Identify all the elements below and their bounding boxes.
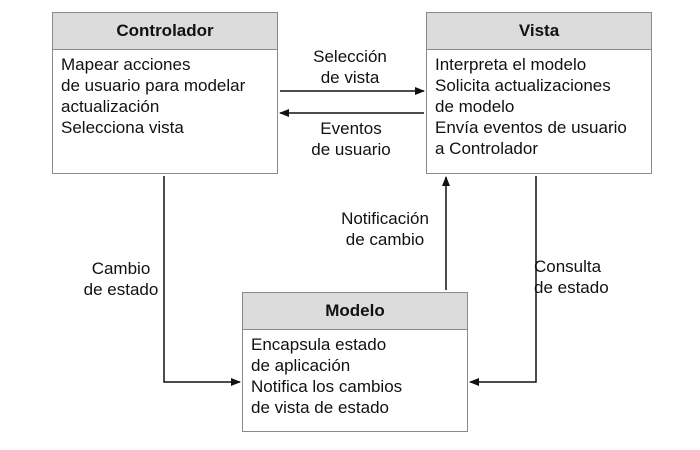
controlador-line: actualización bbox=[61, 97, 160, 116]
label-line: Eventos bbox=[320, 119, 382, 138]
label-consulta-de-estado: Consulta de estado bbox=[534, 256, 644, 298]
controlador-description: Mapear acciones de usuario para modelar … bbox=[53, 50, 277, 138]
label-notificacion-de-cambio: Notificación de cambio bbox=[330, 208, 440, 250]
label-line: de vista bbox=[320, 68, 380, 87]
label-line: Cambio bbox=[91, 259, 151, 278]
vista-line: Interpreta el modelo bbox=[435, 55, 587, 74]
label-cambio-de-estado: Cambio de estado bbox=[66, 258, 176, 300]
vista-line: Envía eventos de usuario bbox=[435, 118, 627, 137]
label-line: de estado bbox=[83, 280, 159, 299]
vista-description: Interpreta el modelo Solicita actualizac… bbox=[427, 50, 651, 159]
controlador-line: Selecciona vista bbox=[61, 118, 184, 137]
label-line: de usuario bbox=[311, 140, 391, 159]
label-line: Selección bbox=[313, 47, 387, 66]
label-line: de estado bbox=[534, 278, 609, 297]
arrow-cambio-de-estado bbox=[163, 176, 241, 386]
arrow-consulta-de-estado bbox=[469, 176, 537, 386]
modelo-description: Encapsula estado de aplicación Notifica … bbox=[243, 330, 467, 418]
label-eventos-de-usuario: Eventos de usuario bbox=[296, 118, 406, 160]
label-line: Consulta bbox=[534, 257, 602, 276]
controlador-line: Mapear acciones bbox=[61, 55, 191, 74]
vista-box: Vista Interpreta el modelo Solicita actu… bbox=[426, 12, 652, 174]
vista-title: Vista bbox=[427, 13, 651, 50]
modelo-title: Modelo bbox=[243, 293, 467, 330]
controlador-title: Controlador bbox=[53, 13, 277, 50]
controlador-line: de usuario para modelar bbox=[61, 76, 246, 95]
vista-line: Solicita actualizaciones bbox=[435, 76, 611, 95]
label-line: Notificación bbox=[341, 209, 429, 228]
modelo-line: Encapsula estado bbox=[251, 335, 387, 354]
vista-line: de modelo bbox=[435, 97, 515, 116]
label-line: de cambio bbox=[345, 230, 425, 249]
modelo-line: Notifica los cambios bbox=[251, 377, 403, 396]
modelo-line: de aplicación bbox=[251, 356, 351, 375]
vista-line: a Controlador bbox=[435, 139, 539, 158]
controlador-box: Controlador Mapear acciones de usuario p… bbox=[52, 12, 278, 174]
label-seleccion-de-vista: Selección de vista bbox=[300, 46, 400, 88]
modelo-box: Modelo Encapsula estado de aplicación No… bbox=[242, 292, 468, 432]
modelo-line: de vista de estado bbox=[251, 398, 389, 417]
